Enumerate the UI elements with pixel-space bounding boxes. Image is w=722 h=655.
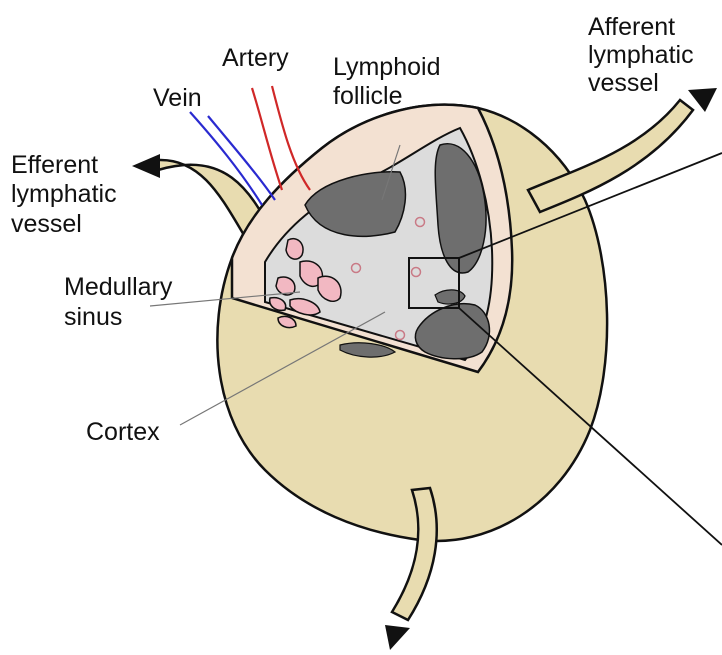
afferent-label: Afferent lymphatic vessel	[588, 13, 694, 97]
svg-text:Medullary: Medullary	[64, 273, 173, 301]
vein-label: Vein	[153, 84, 202, 112]
svg-text:sinus: sinus	[64, 303, 122, 331]
svg-text:lymphatic: lymphatic	[588, 41, 694, 69]
svg-text:vessel: vessel	[588, 69, 659, 97]
svg-text:follicle: follicle	[333, 82, 402, 110]
svg-text:vessel: vessel	[11, 210, 82, 238]
arrow-efferent-icon	[132, 154, 160, 178]
arrow-afferent-bottom-icon	[385, 625, 410, 650]
svg-text:Afferent: Afferent	[588, 13, 675, 41]
artery-vessels	[252, 86, 310, 190]
lymphoid-follicle-label: Lymphoid follicle	[333, 53, 440, 110]
medullary-sinus-label: Medullary sinus	[64, 273, 173, 331]
artery-label: Artery	[222, 44, 289, 72]
lymphoid-follicle-4	[435, 290, 465, 304]
svg-text:lymphatic: lymphatic	[11, 180, 117, 208]
efferent-label: Efferent lymphatic vessel	[11, 151, 117, 238]
cortex-label: Cortex	[86, 418, 160, 446]
svg-text:Lymphoid: Lymphoid	[333, 53, 440, 81]
svg-text:Efferent: Efferent	[11, 151, 98, 179]
